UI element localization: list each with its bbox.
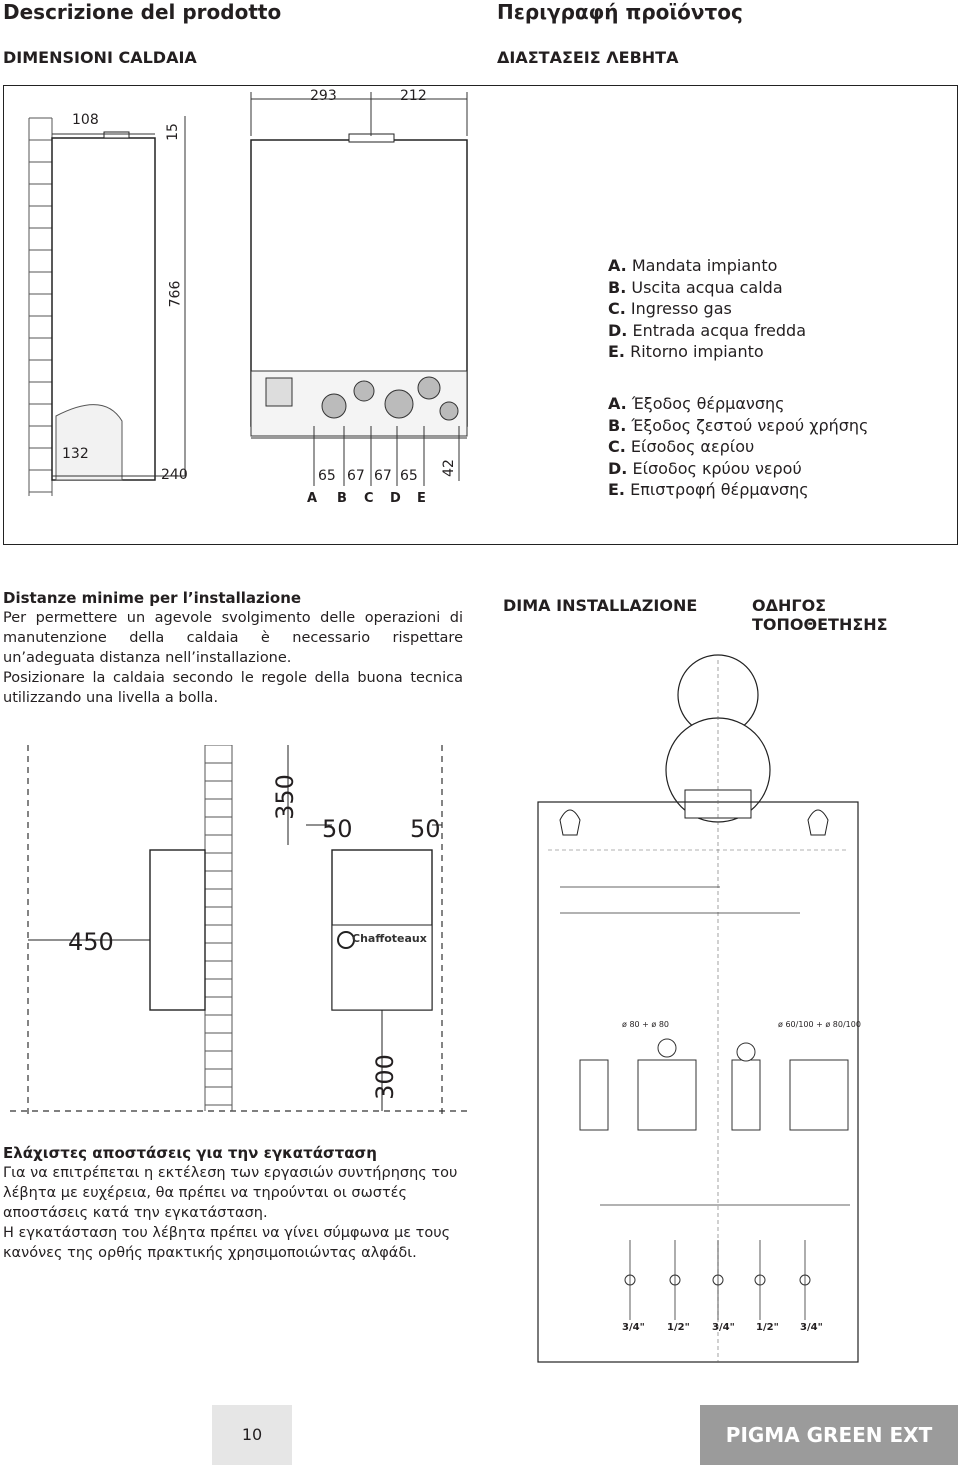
page-number: 10 [212, 1405, 292, 1465]
page-title-it: Descrizione del prodotto [3, 0, 282, 24]
dim-label: 42 [440, 459, 457, 477]
dim-label: 766 [167, 280, 184, 308]
boiler-dimensions-drawing [28, 92, 468, 496]
clearances-gr-block: Ελάχιστες αποστάσεις για την εγκατάσταση… [3, 1143, 473, 1263]
legend-item: E. Επιστροφή θέρμανσης [608, 480, 809, 499]
clearance-figure: 350 50 50 450 300 Chaffoteaux [10, 744, 470, 1115]
connection-letter: B [337, 491, 347, 506]
legend-item: A. Mandata impianto [608, 256, 778, 275]
dimensions-title-gr: ΔΙΑΣΤΑΣΕΙΣ ΛΕΒΗΤΑ [497, 48, 679, 67]
legend-item: C. Ingresso gas [608, 299, 732, 318]
thread-label: 3/4" [712, 1322, 735, 1333]
dim-label: 67 [347, 468, 365, 484]
installation-template-drawing: ø 80 + ø 80 ø 60/100 + ø 80/100 3/4" 1/2… [500, 640, 960, 1380]
wall-bricks [204, 744, 233, 1111]
legend-it: A. Mandata impianto B. Uscita acqua cald… [608, 255, 806, 363]
connection-letter: C [364, 491, 374, 506]
legend-item: C. Είσοδος αερίου [608, 437, 755, 456]
legend-item: B. Έξοδος ζεστού νερού χρήσης [608, 415, 869, 435]
dim-label: 65 [318, 468, 336, 484]
clearance-left: 50 [322, 815, 353, 843]
dim-label: 132 [62, 446, 89, 462]
clearance-right: 50 [410, 815, 441, 843]
dim-label: 108 [72, 112, 99, 128]
wall-side-view [28, 117, 53, 496]
thread-label: 3/4" [622, 1322, 645, 1333]
dim-label: 15 [164, 123, 181, 141]
legend-item: B. Uscita acqua calda [608, 277, 783, 297]
clearances-gr-title: Ελάχιστες αποστάσεις για την εγκατάσταση [3, 1144, 377, 1162]
template-title-it: DIMA INSTALLAZIONE [503, 596, 698, 615]
connection-letter: E [417, 491, 426, 506]
dim-label: 293 [310, 88, 337, 104]
dimensions-title-it: DIMENSIONI CALDAIA [3, 48, 197, 67]
connection-letter: D [390, 491, 401, 506]
clearances-it-body: Per permettere un agevole svolgimento de… [3, 610, 463, 666]
thread-label: 1/2" [756, 1322, 779, 1333]
legend-gr: A. Έξοδος θέρμανσης B. Έξοδος ζεστού νερ… [608, 393, 868, 501]
clearance-front: 450 [68, 928, 114, 956]
template-outline [537, 801, 859, 1363]
legend-item: D. Entrada acqua fredda [608, 320, 807, 340]
thread-label: 1/2" [667, 1322, 690, 1333]
clearance-drawing [10, 744, 470, 1115]
dim-label: 67 [374, 468, 392, 484]
dim-label: 240 [161, 467, 188, 483]
clearance-bottom: 300 [370, 1054, 399, 1100]
model-name: PIGMA GREEN EXT [700, 1405, 958, 1465]
boiler-dimensions-figure: 108 15 766 132 240 293 212 65 67 67 65 4… [3, 85, 958, 545]
clearances-gr-body: Για να επιτρέπεται η εκτέλεση των εργασι… [3, 1165, 458, 1221]
dim-label: 65 [400, 468, 418, 484]
legend-item: D. Είσοδος κρύου νερού [608, 458, 802, 478]
flue-label: ø 80 + ø 80 [622, 1020, 670, 1029]
clearances-it-body: Posizionare la caldaia secondo le regole… [3, 670, 463, 706]
legend-item: A. Έξοδος θέρμανσης [608, 394, 785, 413]
brand-logo: Chaffoteaux [352, 932, 427, 945]
thread-label: 3/4" [800, 1322, 823, 1333]
flue-label: ø 60/100 + ø 80/100 [778, 1020, 861, 1029]
connection-letter: A [307, 491, 318, 506]
page-title-gr: Περιγραφή προϊόντος [497, 0, 743, 24]
clearances-it-block: Distanze minime per l’installazione Per … [3, 588, 463, 708]
clearance-top: 350 [270, 774, 299, 820]
legend-item: E. Ritorno impianto [608, 342, 764, 361]
template-svg [537, 654, 859, 1363]
template-title-gr: ΟΔΗΓΟΣ ΤΟΠΟΘΕΤΗΣΗΣ [752, 596, 888, 634]
clearances-gr-body: Η εγκατάσταση του λέβητα πρέπει να γίνει… [3, 1225, 451, 1261]
clearances-it-title: Distanze minime per l’installazione [3, 589, 302, 607]
dim-label: 212 [400, 88, 427, 104]
